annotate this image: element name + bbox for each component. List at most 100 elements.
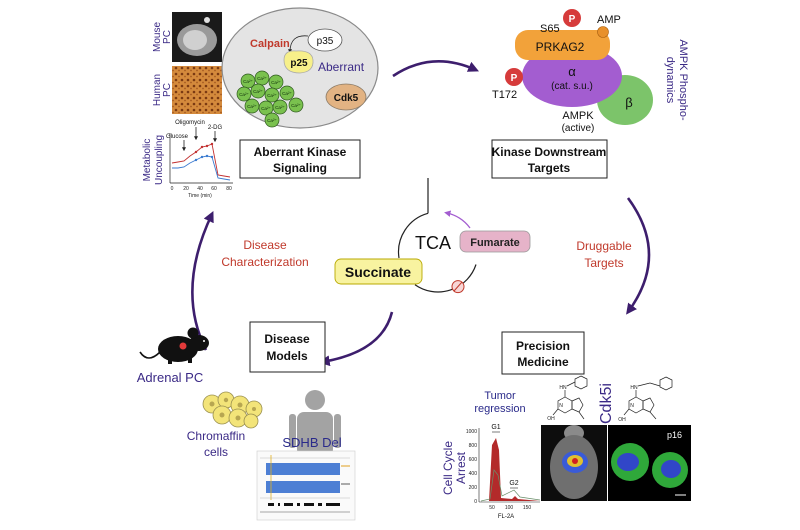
aberrant-kinase-box: Aberrant Kinase Signaling [239,139,361,179]
hist-y-tick: 200 [469,485,478,491]
sdhb-del-label: SDHB Del [282,435,341,450]
precision-medicine-box: Precision Medicine [501,331,585,375]
s65-label: S65 [540,23,560,35]
metabolic-x-tick: 40 [197,186,203,192]
prkag2-label: PRKAG2 [536,40,585,54]
calcium-label: Ca²⁺ [271,80,281,85]
human-pc-panel: Human PC [152,66,222,114]
g1-label: G1 [491,424,500,431]
druggable-label: Druggable [576,239,632,253]
tumor-imaging-panel [541,425,607,501]
mri-highlight [204,17,210,23]
mouse-pc-panel: Mouse PC [152,12,222,62]
characterization-label: Disease [243,238,287,252]
hist-y-tick: 1000 [466,429,477,435]
arrow-to-disease-models [318,311,394,367]
metabolic-points-blue [194,154,214,162]
p35-label: p35 [317,36,334,47]
calcium-label: Ca²⁺ [253,89,263,94]
mri-tumor-inner [183,30,207,50]
calcium-label: Ca²⁺ [243,79,253,84]
ampk-state: (active) [562,123,595,134]
arrow-to-precision-medicine [626,197,651,315]
hist-x-tick: 150 [523,505,532,511]
disease-models-title: Disease [264,332,310,346]
metabolic-points [194,142,214,154]
hist-y-tick: 800 [469,443,478,449]
aberrant-kinase-cell: Calpain p35 p25 Aberrant Cdk5 Ca²⁺ Ca²⁺ … [221,7,379,129]
metabolic-uncoupling-panel: Metabolic Uncoupling Oligomycin 2-DG Glu… [142,120,233,199]
tca-arc-bottom [414,264,477,293]
kinase-targets-title: Targets [528,161,571,175]
succinate-label: Succinate [345,264,411,280]
genome-copy-number-plot [256,450,356,521]
precision-medicine-title: Medicine [517,355,569,369]
hist-y-tick: 0 [474,499,477,505]
disease-models-box: Disease Models [249,321,326,373]
chem-label: N [630,403,634,409]
phospho-t172 [505,68,523,86]
chem-label: OH [618,417,626,423]
calcium-label: Ca²⁺ [239,92,249,97]
ampk-complex: PRKAG2 AMP S65 P α (cat. s.u.) β P T172 … [492,9,689,134]
chem-label: HN [559,385,567,391]
mouse-icon [139,327,209,364]
chromaffin-nuclei [209,397,256,421]
oligomycin-label: Oligomycin [175,120,205,126]
characterization-label: Characterization [221,255,308,269]
prkag2-subunit [515,30,610,60]
metabolic-x-tick: 60 [211,186,217,192]
phospho-t172-label: P [511,73,518,84]
p16-label: p16 [667,430,682,440]
hist-g1-peak [481,438,540,501]
cell-cycle-label: Cell Cycle [441,441,455,495]
alpha-sub-label: (cat. s.u.) [551,81,593,92]
precision-medicine-title: Precision [516,339,570,353]
metabolic-x-tick: 20 [183,186,189,192]
calcium-label: Ca²⁺ [267,118,277,123]
calcium-cluster: Ca²⁺ Ca²⁺ Ca²⁺ Ca²⁺ Ca²⁺ Ca²⁺ Ca²⁺ Ca²⁺ … [236,70,304,128]
hist-control-curve [480,469,541,502]
ampk-phospho-label: AMPK Phospho- [677,39,689,121]
adrenal-pc-label: Adrenal PC [137,370,203,385]
metabolic-label: Metabolic [142,139,153,182]
calpain-label: Calpain [250,38,290,50]
two-dg-label: 2-DG [208,125,223,131]
calcium-label: Ca²⁺ [267,93,277,98]
chem-label: HN [630,385,638,391]
druggable-label: Targets [584,256,623,270]
p25-label: p25 [290,58,308,69]
hist-x-label: FL-2A [498,514,514,520]
human-pc-label: PC [162,83,173,97]
human-model: SDHB Del [256,390,356,521]
disease-models-title: Models [266,349,308,363]
cdk5-inhibitor-structure-2: HN N OH [618,376,673,423]
p25-protein [283,50,314,74]
chromaffin-label: cells [204,445,228,459]
metabolic-series-blue [172,155,231,181]
g2-label: G2 [509,480,518,487]
metabolic-x-tick: 0 [171,186,174,192]
human-pc-label: Human [152,74,163,106]
hist-y-tick: 400 [469,471,478,477]
aberrant-kinase-title: Signaling [273,161,327,175]
kinase-targets-box: Kinase Downstream Targets [491,139,608,179]
amp-molecule [597,26,609,38]
beta-label: β [625,95,632,110]
cdk5-inhibitor-structure-1: HN N OH [547,375,588,422]
t172-label: T172 [492,89,517,101]
mouse-model: Adrenal PC [137,327,209,385]
hist-x-tick: 100 [505,505,514,511]
aberrant-kinase-title: Aberrant Kinase [254,145,347,159]
fumarate-label: Fumarate [470,237,520,249]
tca-cycle: TCA Fumarate Succinate [334,178,531,294]
chromaffin-label: Chromaffin [187,429,245,443]
arrow-to-kinase-targets [392,60,479,78]
aberrant-label: Aberrant [318,60,365,74]
tca-label: TCA [415,233,451,253]
tumor-regression-label: Tumor [484,390,516,402]
phospho-s65-label: P [569,14,576,25]
metabolic-x-label: Time (min) [188,193,212,199]
